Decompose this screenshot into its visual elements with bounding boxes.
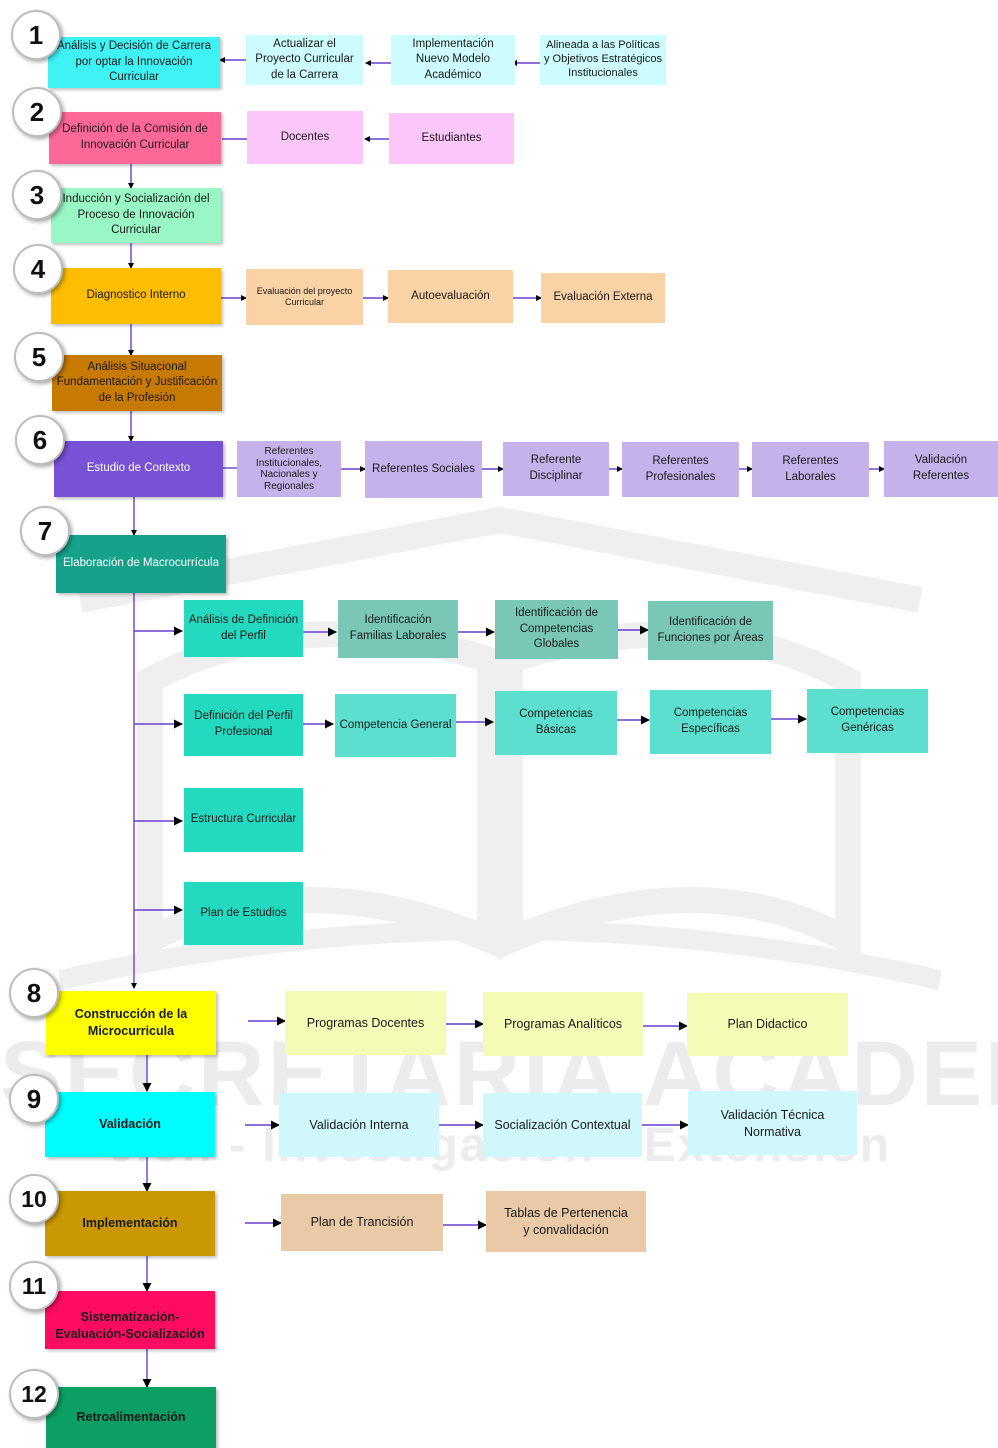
row6-box-2: Referentes Sociales bbox=[365, 441, 482, 498]
row2-box-2: Estudiantes bbox=[389, 113, 514, 164]
macro-perfil-box-4: Identificación de Funciones por Áreas bbox=[648, 601, 773, 660]
row4-box-3: Evaluación Externa bbox=[541, 273, 665, 323]
macro-estructura-box: Estructura Curricular bbox=[184, 788, 303, 852]
step-number-1: 1 bbox=[11, 10, 61, 60]
row6-box-4: Referentes Profesionales bbox=[622, 442, 739, 497]
row6-box-5: Referentes Laborales bbox=[752, 442, 869, 497]
row1-box-3: Alineada a las Políticas y Objetivos Est… bbox=[540, 35, 666, 85]
row4-box-2: Autoevaluación bbox=[388, 270, 513, 323]
step-number-8: 8 bbox=[9, 968, 59, 1018]
step-11-box: Sistematización- Evaluación-Socializació… bbox=[45, 1291, 215, 1349]
step-1-box: Análisis y Decisión de Carrera por optar… bbox=[48, 37, 220, 88]
row9-box-2: Socialización Contextual bbox=[483, 1093, 642, 1157]
step-10-box: Implementación bbox=[45, 1191, 215, 1256]
step-number-12: 12 bbox=[9, 1369, 59, 1419]
step-number-6: 6 bbox=[15, 415, 65, 465]
step-number-2: 2 bbox=[12, 87, 62, 137]
step-4-box: Diagnostico Interno bbox=[51, 268, 221, 324]
row9-box-3: Validación Técnica Normativa bbox=[688, 1091, 857, 1155]
macro-competencias-box-5: Competencias Genéricas bbox=[807, 689, 928, 753]
row6-box-3: Referente Disciplinar bbox=[503, 442, 609, 496]
macro-perfil-box-1: Análisis de Definición del Perfil bbox=[184, 600, 303, 657]
macro-plan-box: Plan de Estudios bbox=[184, 882, 303, 945]
row10-box-1: Plan de Trancisión bbox=[281, 1194, 443, 1251]
row6-box-1: Referentes Institucionales, Nacionales y… bbox=[237, 441, 341, 497]
row6-box-6: Validación Referentes bbox=[884, 441, 998, 497]
step-5-box: Análisis Situacional Fundamentación y Ju… bbox=[52, 355, 222, 411]
row10-box-2: Tablas de Pertenencia y convalidación bbox=[486, 1191, 646, 1252]
macro-perfil-box-2: Identificación Familias Laborales bbox=[338, 600, 458, 658]
step-number-3: 3 bbox=[12, 170, 62, 220]
step-number-11: 11 bbox=[9, 1261, 59, 1311]
step-2-box: Definición de la Comisión de Innovación … bbox=[49, 112, 221, 164]
step-8-box: Construcción de la Microcurricula bbox=[46, 991, 216, 1055]
step-3-box: Inducción y Socialización del Proceso de… bbox=[51, 188, 221, 243]
row8-box-2: Programas Analíticos bbox=[483, 992, 643, 1056]
step-number-9: 9 bbox=[9, 1074, 59, 1124]
step-9-box: Validación bbox=[45, 1092, 215, 1157]
step-number-5: 5 bbox=[14, 332, 64, 382]
step-6-box: Estudio de Contexto bbox=[54, 441, 223, 497]
step-7-box: Elaboración de Macrocurrícula bbox=[56, 535, 226, 593]
macro-competencias-box-1: Definición del Perfil Profesional bbox=[184, 694, 303, 756]
row2-box-1: Docentes bbox=[247, 111, 363, 164]
row1-box-1: Actualizar el Proyecto Curricular de la … bbox=[246, 35, 363, 85]
macro-competencias-box-4: Competencias Específicas bbox=[650, 690, 771, 754]
row8-box-1: Programas Docentes bbox=[285, 991, 446, 1055]
step-number-7: 7 bbox=[20, 506, 70, 556]
macro-competencias-box-2: Competencia General bbox=[335, 694, 456, 757]
row1-box-2: Implementación Nuevo Modelo Académico bbox=[391, 35, 515, 85]
row8-box-3: Plan Didactico bbox=[687, 993, 848, 1056]
row4-box-1: Evaluación del proyecto Curricular bbox=[246, 269, 363, 325]
row9-box-1: Validación Interna bbox=[279, 1093, 439, 1157]
step-12-box: Retroalimentación bbox=[46, 1387, 216, 1448]
macro-perfil-box-3: Identificación de Competencias Globales bbox=[495, 600, 618, 659]
step-number-4: 4 bbox=[13, 244, 63, 294]
step-number-10: 10 bbox=[9, 1174, 59, 1224]
macro-competencias-box-3: Competencias Básicas bbox=[495, 691, 617, 755]
